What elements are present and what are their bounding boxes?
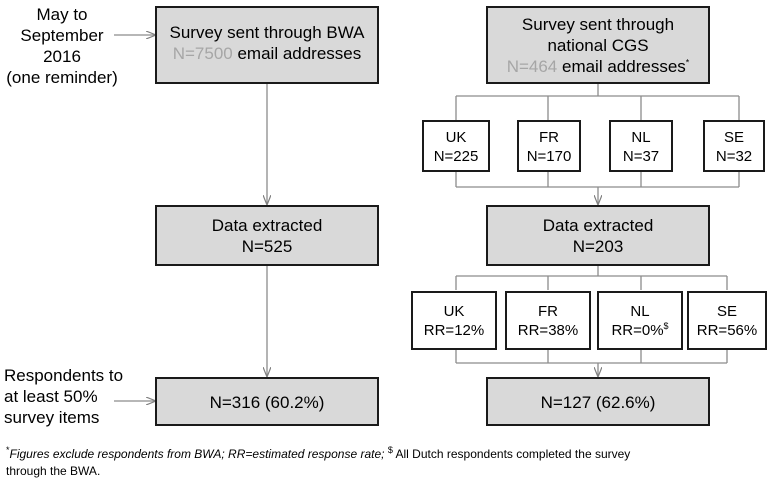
bwa-survey-title: Survey sent through BWA bbox=[169, 23, 365, 42]
rate-value: RR=0% bbox=[611, 322, 664, 339]
bwa-survey-box: Survey sent through BWA N=7500 email add… bbox=[155, 6, 379, 84]
date-note-line: 2016 bbox=[43, 47, 81, 66]
rate-value: RR=38% bbox=[517, 322, 579, 339]
country-n: N=170 bbox=[526, 148, 572, 165]
bwa-survey-suffix: email addresses bbox=[232, 44, 362, 63]
rate-box-fr: FR RR=38% bbox=[505, 291, 591, 350]
date-note-line: September bbox=[20, 26, 104, 45]
date-note: May to September 2016 (one reminder) bbox=[2, 4, 122, 88]
bwa-final-box: N=316 (60.2%) bbox=[155, 377, 379, 426]
footnote-italic-text: Figures exclude respondents from BWA; RR… bbox=[9, 447, 385, 461]
country-code: UK bbox=[445, 129, 467, 146]
bwa-extracted-n: N=525 bbox=[241, 237, 293, 256]
cgs-extracted-n: N=203 bbox=[572, 237, 624, 256]
country-code: FR bbox=[539, 129, 559, 146]
respondents-note-line: at least 50% bbox=[4, 387, 98, 406]
date-note-line: May to bbox=[36, 5, 88, 24]
country-n: N=37 bbox=[622, 148, 660, 165]
rate-box-nl: NL RR=0%$ bbox=[597, 291, 683, 350]
bwa-survey-n: N=7500 bbox=[172, 44, 233, 63]
cgs-survey-n: N=464 bbox=[506, 57, 558, 76]
country-code: NL bbox=[631, 129, 651, 146]
country-box-fr: FR N=170 bbox=[517, 120, 581, 172]
bwa-extracted-title: Data extracted bbox=[211, 216, 323, 235]
footnote-mark-star: * bbox=[6, 445, 10, 455]
respondents-note-line: Respondents to bbox=[4, 366, 124, 385]
cgs-survey-suffix: email addresses bbox=[557, 57, 686, 76]
country-n: N=32 bbox=[715, 148, 753, 165]
footnote: *Figures exclude respondents from BWA; R… bbox=[6, 446, 761, 480]
rate-code: SE bbox=[716, 303, 737, 320]
respondents-note: Respondents to at least 50% survey items bbox=[4, 365, 134, 428]
date-note-line: (one reminder) bbox=[6, 68, 118, 87]
cgs-final-box: N=127 (62.6%) bbox=[486, 377, 710, 426]
cgs-survey-footnote-mark: * bbox=[685, 57, 690, 68]
cgs-survey-count-line: N=464 email addresses* bbox=[488, 56, 708, 77]
cgs-final-text: N=127 (62.6%) bbox=[540, 393, 656, 412]
rate-code: NL bbox=[630, 303, 650, 320]
rate-value: RR=12% bbox=[423, 322, 485, 339]
rate-footnote-mark: $ bbox=[663, 321, 669, 331]
respondents-note-line: survey items bbox=[4, 408, 100, 427]
bwa-extracted-box: Data extracted N=525 bbox=[155, 205, 379, 266]
rate-box-se: SE RR=56% bbox=[687, 291, 767, 350]
cgs-survey-title: national CGS bbox=[547, 36, 649, 55]
footnote-text-line2: through the BWA. bbox=[6, 464, 101, 478]
rate-value: RR=56% bbox=[696, 322, 758, 339]
country-code: SE bbox=[723, 129, 744, 146]
rate-code: FR bbox=[538, 303, 558, 320]
footnote-mark-dollar: $ bbox=[387, 445, 393, 455]
footnote-text: All Dutch respondents completed the surv… bbox=[392, 447, 631, 461]
country-box-uk: UK N=225 bbox=[422, 120, 490, 172]
bwa-survey-count-line: N=7500 email addresses bbox=[157, 43, 377, 64]
bwa-final-text: N=316 (60.2%) bbox=[209, 393, 325, 412]
cgs-extracted-box: Data extracted N=203 bbox=[486, 205, 710, 266]
country-box-se: SE N=32 bbox=[703, 120, 765, 172]
country-box-nl: NL N=37 bbox=[609, 120, 673, 172]
cgs-survey-title: Survey sent through bbox=[521, 15, 675, 34]
footnote-line-1: *Figures exclude respondents from BWA; R… bbox=[6, 446, 761, 463]
cgs-extracted-title: Data extracted bbox=[542, 216, 654, 235]
rate-code: UK bbox=[443, 303, 465, 320]
cgs-survey-box: Survey sent through national CGS N=464 e… bbox=[486, 6, 710, 84]
rate-value-line: RR=0%$ bbox=[599, 321, 681, 340]
country-n: N=225 bbox=[433, 148, 479, 165]
rate-box-uk: UK RR=12% bbox=[411, 291, 497, 350]
